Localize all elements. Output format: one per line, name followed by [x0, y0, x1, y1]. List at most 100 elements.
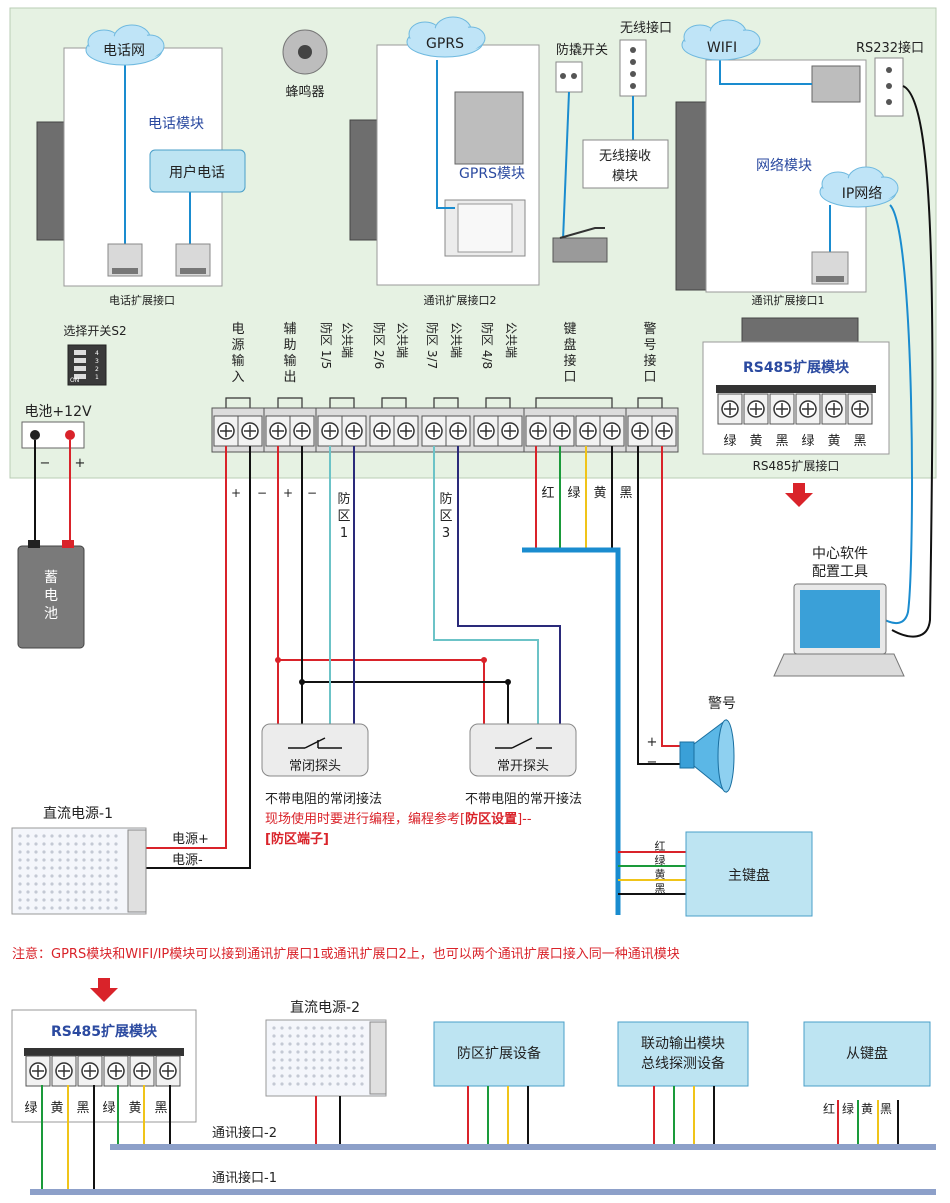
phone-net-label: 电话网 — [103, 43, 145, 59]
phone-port-label: 电话扩展接口 — [109, 293, 175, 307]
brs-c0: 绿 — [24, 1101, 37, 1116]
keypad-port-2: 盘 — [563, 337, 576, 353]
alarm-port-2: 号 — [643, 338, 656, 353]
comm1-label: 通讯接口-1 — [212, 1170, 277, 1186]
brs-c3: 绿 — [102, 1101, 115, 1116]
rs485-connector-top — [741, 317, 859, 343]
terminal-labels: 电 源 输 入 辅 助 输 出 防区 1/5 公共端 防区 2/6 公共端 防区… — [231, 321, 656, 385]
slave-keypad-box — [803, 1021, 931, 1087]
rs485-main-c5: 黑 — [853, 434, 866, 449]
main-keypad-label: 主键盘 — [728, 867, 770, 884]
mk-c2: 黄 — [655, 867, 666, 881]
no-probe — [469, 723, 577, 777]
kp-c3: 黑 — [619, 486, 632, 501]
aux-plus: + — [283, 486, 293, 500]
network-chip — [811, 65, 861, 103]
rs485-main-c4: 黄 — [827, 434, 840, 449]
tamper-switch-icon — [552, 237, 608, 263]
battery-plus: + — [75, 456, 86, 471]
switch-s2-num-2: 2 — [95, 366, 99, 373]
alarm-port-4: 口 — [643, 370, 656, 385]
probe-note-line2: [防区端子] — [265, 831, 329, 847]
mk-c1: 绿 — [655, 853, 666, 867]
power-in-1: 电 — [231, 322, 244, 337]
user-phone-box — [149, 149, 246, 193]
gprs-connector — [349, 119, 379, 241]
gprs-module-label: GPRS模块 — [459, 166, 525, 182]
zone3-l3: 3 — [442, 526, 450, 541]
keypad-port-4: 口 — [563, 370, 576, 385]
comm-port2-label: 通讯扩展接口2 — [424, 293, 497, 307]
zone-expander-label: 防区扩展设备 — [457, 1045, 541, 1062]
mk-c3: 黑 — [655, 882, 666, 895]
siren-label: 警号 — [708, 696, 736, 712]
no-desc: 不带电阻的常开接法 — [465, 791, 582, 807]
battery-minus: − — [40, 456, 51, 471]
power-in-4: 入 — [231, 370, 244, 385]
main-keypad — [685, 831, 813, 917]
gprs-cloud-label: GPRS — [426, 36, 464, 52]
zone26-common: 公共端 — [395, 322, 409, 358]
notice-text: 注意：GPRS模块和WIFI/IP模块可以接到通讯扩展口1或通讯扩展口2上，也可… — [12, 946, 680, 962]
comm-port1-label: 通讯扩展接口1 — [752, 293, 825, 307]
storage-battery-l2: 电 — [44, 588, 58, 604]
wireless-rx-module — [582, 139, 669, 189]
bottom-rs485-title: RS485扩展模块 — [51, 1023, 158, 1040]
wireless-rx-label-2: 模块 — [612, 169, 638, 184]
switch-s2-on: ON — [70, 377, 79, 384]
switch-s2-num-1: 1 — [95, 374, 99, 381]
rs485-main-c0: 绿 — [723, 434, 736, 449]
keypad-port-1: 键 — [563, 322, 576, 337]
sk-c2: 黄 — [861, 1102, 873, 1116]
dc-power2-title: 直流电源-2 — [290, 999, 360, 1016]
zone15-common: 公共端 — [340, 322, 354, 358]
terminal-block — [211, 407, 679, 453]
network-connector — [675, 101, 707, 291]
dc-power1-plus: 电源+ — [172, 832, 209, 847]
laptop-icon — [773, 583, 905, 677]
linkage-module-box — [617, 1021, 749, 1087]
no-probe-label: 常开探头 — [497, 759, 549, 774]
phone-module-label: 电话模块 — [148, 116, 204, 132]
mk-c0: 红 — [655, 840, 666, 853]
aux-out-1: 辅 — [283, 322, 296, 337]
storage-battery-l1: 蓄 — [44, 570, 58, 586]
tamper-switch-connector — [555, 61, 583, 93]
wireless-rx-label-1: 无线接收 — [599, 148, 651, 164]
pwr-in-minus: − — [257, 486, 267, 500]
slave-keypad-label: 从键盘 — [846, 1045, 888, 1062]
ip-net-label: IP网络 — [842, 186, 883, 202]
sk-c0: 红 — [823, 1101, 835, 1116]
rs232-label: RS232接口 — [856, 40, 924, 56]
rs485-main-c3: 绿 — [801, 434, 814, 449]
alarm-port-3: 接 — [643, 353, 656, 369]
battery-label: 电池+12V — [24, 404, 92, 420]
network-module-label: 网络模块 — [756, 158, 812, 174]
pwr-in-plus: + — [231, 486, 241, 500]
storage-battery — [17, 545, 85, 649]
rs485-port-label: RS485扩展接口 — [753, 458, 840, 473]
alarm-port-1: 警 — [643, 321, 656, 337]
aux-minus: − — [307, 486, 317, 500]
probe-note-line1: 现场使用时要进行编程，编程参考[防区设置]-- — [265, 811, 532, 827]
kp-c0: 红 — [541, 485, 554, 501]
down-arrow-icon-bottom — [90, 978, 118, 1002]
nc-desc: 不带电阻的常闭接法 — [265, 791, 382, 807]
comm-bus-2 — [110, 1144, 936, 1150]
nc-probe-label: 常闭探头 — [289, 759, 341, 774]
brs-c1: 黄 — [50, 1101, 63, 1116]
zone48-common: 公共端 — [504, 322, 518, 358]
switch-s2-num-4: 4 — [95, 350, 99, 357]
kp-c2: 黄 — [593, 486, 606, 501]
zone48-label: 防区 4/8 — [480, 322, 495, 369]
dc-power2-box — [265, 1019, 387, 1097]
brs-c5: 黑 — [154, 1101, 167, 1116]
keypad-bus — [522, 547, 621, 915]
wifi-cloud-label: WIFI — [707, 40, 737, 56]
tamper-switch-label: 防撬开关 — [556, 42, 608, 58]
kp-c1: 绿 — [567, 486, 580, 501]
gprs-chip — [454, 91, 524, 165]
zone3-l1: 防 — [439, 491, 452, 507]
nc-probe — [261, 723, 369, 777]
switch-s2-label: 选择开关S2 — [63, 324, 126, 338]
